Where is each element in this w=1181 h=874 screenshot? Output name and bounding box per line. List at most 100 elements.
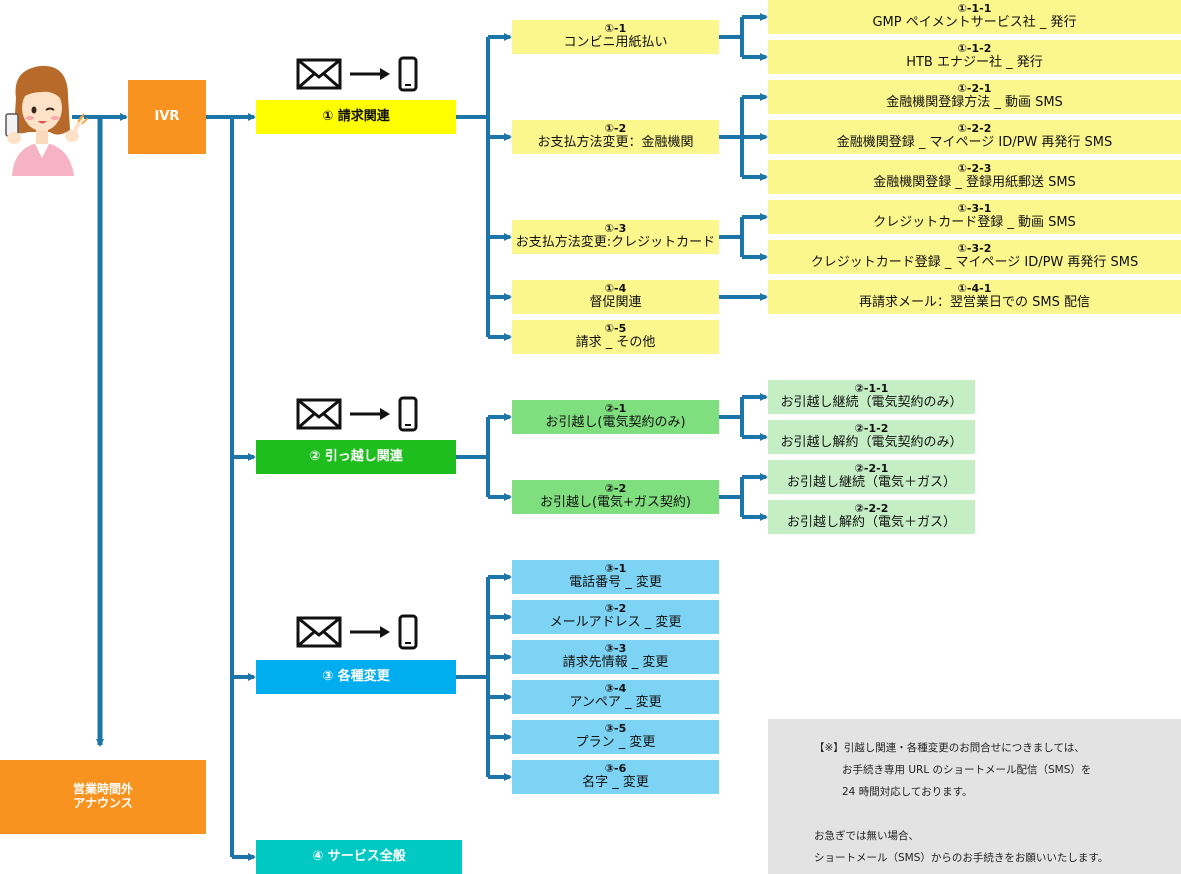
node-label: 請求先情報 _ 変更: [562, 654, 669, 670]
category-services: ④ サービス全般: [256, 840, 462, 874]
node-number: ③-5: [604, 722, 627, 736]
node-number: ③-2: [604, 602, 627, 616]
after-hours-line2: アナウンス: [73, 796, 133, 810]
note-line: 24 時間対応しております。: [842, 786, 973, 798]
arrow-right-icon: [350, 68, 390, 80]
node-label: 金融機関登録 _ 登録用紙郵送 SMS: [873, 174, 1076, 190]
sms-note-panel: 【※】引越し関連・各種変更のお問合せにつきましては、 お手続き専用 URL のシ…: [768, 719, 1181, 874]
node-label: プラン _ 変更: [575, 734, 656, 750]
node-3-4: ③-4 アンペア _ 変更: [512, 680, 719, 714]
node-number: ②-1: [604, 402, 627, 416]
node-label: 電話番号 _ 変更: [569, 574, 662, 590]
after-hours-box: 営業時間外 アナウンス: [0, 760, 206, 834]
node-number: ③-4: [604, 682, 627, 696]
node-1-2-3: ①-2-3 金融機関登録 _ 登録用紙郵送 SMS: [768, 160, 1181, 194]
node-3-5: ③-5 プラン _ 変更: [512, 720, 719, 754]
node-1-1-2: ①-1-2 HTB エナジー社 _ 発行: [768, 40, 1181, 74]
node-number: ①-3-1: [957, 202, 992, 216]
node-label: 督促関連: [589, 294, 642, 310]
node-label: 請求 _ その他: [575, 334, 656, 350]
node-number: ①-2-3: [957, 162, 992, 176]
node-1-4: ①-4 督促関連: [512, 280, 719, 314]
mail-to-phone-icon-group: [296, 614, 418, 650]
node-number: ①-1-2: [957, 42, 992, 56]
node-1-2-1: ①-2-1 金融機関登録方法 _ 動画 SMS: [768, 80, 1181, 114]
node-2-2-1: ②-2-1 お引越し継続（電気＋ガス）: [768, 460, 975, 494]
node-number: ①-5: [604, 322, 627, 336]
category-label: ④ サービス全般: [312, 848, 406, 864]
note-line: ショートメール（SMS）からのお手続きをお願いいたします。: [814, 852, 1109, 864]
node-label: お支払方法変更：金融機関: [537, 134, 694, 150]
node-2-1-1: ②-1-1 お引越し継続（電気契約のみ）: [768, 380, 975, 414]
node-number: ③-6: [604, 762, 627, 776]
node-2-1-2: ②-1-2 お引越し解約（電気契約のみ）: [768, 420, 975, 454]
customer-avatar: [5, 65, 88, 176]
node-1-1: ①-1 コンビニ用紙払い: [512, 20, 719, 54]
node-label: お引越し解約（電気＋ガス）: [786, 514, 956, 530]
node-number: ①-2: [604, 122, 627, 136]
node-label: お支払方法変更:クレジットカード: [515, 234, 716, 250]
mail-to-phone-icon-group: [296, 396, 418, 432]
note-line: お急ぎでは無い場合、: [814, 830, 919, 842]
node-1-3: ①-3 お支払方法変更:クレジットカード: [512, 220, 719, 254]
node-number: ③-3: [604, 642, 627, 656]
arrow-right-icon: [350, 626, 390, 638]
node-1-3-1: ①-3-1 クレジットカード登録 _ 動画 SMS: [768, 200, 1181, 234]
after-hours-line1: 営業時間外: [72, 782, 133, 797]
node-number: ①-1: [604, 22, 627, 36]
node-number: ②-2-2: [854, 502, 889, 516]
ivr-label: IVR: [154, 108, 180, 124]
node-number: ①-2-1: [957, 82, 992, 96]
node-label: GMP ペイメントサービス社 _ 発行: [872, 14, 1077, 30]
node-label: HTB エナジー社 _ 発行: [906, 54, 1043, 70]
node-number: ①-3: [604, 222, 627, 236]
node-1-3-2: ①-3-2 クレジットカード登録 _ マイページ ID/PW 再発行 SMS: [768, 240, 1181, 274]
node-3-1: ③-1 電話番号 _ 変更: [512, 560, 719, 594]
node-label: メールアドレス _ 変更: [549, 614, 682, 630]
node-label: 再請求メール：翌営業日での SMS 配信: [859, 294, 1090, 310]
node-1-2: ①-2 お支払方法変更：金融機関: [512, 120, 719, 154]
node-2-1: ②-1 お引越し(電気契約のみ): [512, 400, 719, 434]
node-number: ①-3-2: [957, 242, 992, 256]
category-billing: ① 請求関連: [256, 100, 456, 134]
arrow-right-icon: [350, 408, 390, 420]
category-label: ① 請求関連: [322, 108, 390, 124]
node-3-6: ③-6 名字 _ 変更: [512, 760, 719, 794]
node-number: ②-1-2: [854, 422, 889, 436]
node-label: コンビニ用紙払い: [563, 34, 668, 50]
node-number: ①-2-2: [957, 122, 992, 136]
node-label: クレジットカード登録 _ 動画 SMS: [873, 214, 1076, 230]
node-label: アンペア _ 変更: [569, 694, 662, 710]
category-moving: ② 引っ越し関連: [256, 440, 456, 474]
category-label: ③ 各種変更: [322, 668, 390, 684]
node-1-2-2: ①-2-2 金融機関登録 _ マイページ ID/PW 再発行 SMS: [768, 120, 1181, 154]
node-2-2: ②-2 お引越し(電気+ガス契約): [512, 480, 719, 514]
smartphone-icon: [398, 56, 418, 92]
node-label: 名字 _ 変更: [582, 774, 649, 790]
node-1-1-1: ①-1-1 GMP ペイメントサービス社 _ 発行: [768, 0, 1181, 34]
node-1-4-1: ①-4-1 再請求メール：翌営業日での SMS 配信: [768, 280, 1181, 314]
node-label: お引越し(電気+ガス契約): [539, 494, 692, 510]
mail-icon: [296, 58, 342, 90]
category-changes: ③ 各種変更: [256, 660, 456, 694]
node-label: お引越し継続（電気＋ガス）: [786, 474, 956, 490]
node-3-3: ③-3 請求先情報 _ 変更: [512, 640, 719, 674]
node-label: クレジットカード登録 _ マイページ ID/PW 再発行 SMS: [810, 254, 1139, 270]
note-line: 【※】引越し関連・各種変更のお問合せにつきましては、: [814, 742, 1085, 754]
node-label: お引越し継続（電気契約のみ）: [780, 394, 963, 410]
category-label: ② 引っ越し関連: [309, 448, 403, 464]
node-number: ②-2-1: [854, 462, 889, 476]
node-number: ①-4-1: [957, 282, 992, 296]
node-label: 金融機関登録方法 _ 動画 SMS: [886, 94, 1063, 110]
node-3-2: ③-2 メールアドレス _ 変更: [512, 600, 719, 634]
node-label: お引越し(電気契約のみ): [545, 414, 686, 430]
node-number: ③-1: [604, 562, 627, 576]
mail-icon: [296, 616, 342, 648]
note-line: お手続き専用 URL のショートメール配信（SMS）を: [842, 764, 1092, 776]
node-number: ②-1-1: [854, 382, 889, 396]
node-number: ①-4: [604, 282, 627, 296]
mail-icon: [296, 398, 342, 430]
node-1-5: ①-5 請求 _ その他: [512, 320, 719, 354]
ivr-box: IVR: [128, 80, 206, 154]
